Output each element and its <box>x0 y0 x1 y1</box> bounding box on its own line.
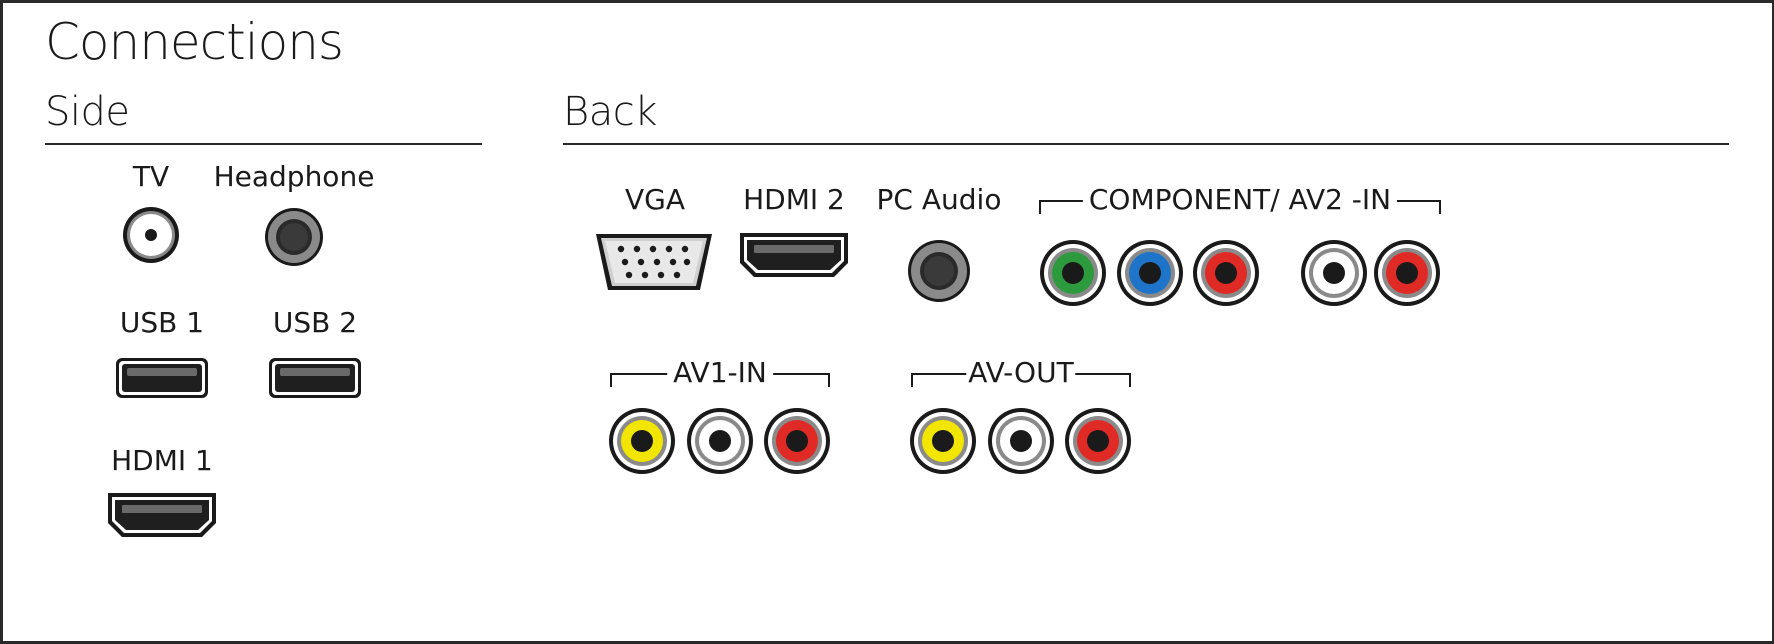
av2-audio-right-red-port-icon <box>1374 240 1440 306</box>
vga-label: VGA <box>624 183 686 216</box>
component-pr-red-port-icon <box>1193 240 1259 306</box>
usb1-port-icon <box>116 358 208 398</box>
av1-in-group-label: AV1-IN <box>667 357 773 389</box>
av-out-audio-left-white-port-icon <box>988 408 1054 474</box>
headphone-port-icon <box>265 208 323 266</box>
av1-audio-right-red-port-icon <box>764 408 830 474</box>
usb1-label: USB 1 <box>119 306 205 339</box>
side-heading: Side <box>45 89 130 135</box>
hdmi2-label: HDMI 2 <box>743 183 845 216</box>
back-divider <box>563 143 1729 145</box>
page-title: Connections <box>45 13 344 71</box>
hdmi1-label: HDMI 1 <box>111 444 213 477</box>
tv-antenna-port-icon <box>123 207 179 263</box>
hdmi1-port-icon <box>108 493 216 537</box>
usb2-label: USB 2 <box>272 306 358 339</box>
headphone-label: Headphone <box>213 160 375 193</box>
side-divider <box>45 143 482 145</box>
hdmi2-port-icon <box>740 233 848 277</box>
av-out-audio-right-red-port-icon <box>1065 408 1131 474</box>
av2-audio-left-white-port-icon <box>1301 240 1367 306</box>
pc-audio-label: PC Audio <box>876 183 1002 216</box>
av-out-video-yellow-port-icon <box>910 408 976 474</box>
usb2-port-icon <box>269 358 361 398</box>
component-group-label: COMPONENT/ AV2 -IN <box>1082 184 1398 216</box>
av1-audio-left-white-port-icon <box>687 408 753 474</box>
component-y-green-port-icon <box>1040 240 1106 306</box>
back-heading: Back <box>563 89 657 135</box>
component-pb-blue-port-icon <box>1117 240 1183 306</box>
av-out-group-label: AV-OUT <box>966 356 1076 389</box>
tv-label: TV <box>132 160 170 193</box>
vga-port-icon <box>596 234 712 290</box>
pc-audio-port-icon <box>908 240 970 302</box>
av1-video-yellow-port-icon <box>609 408 675 474</box>
